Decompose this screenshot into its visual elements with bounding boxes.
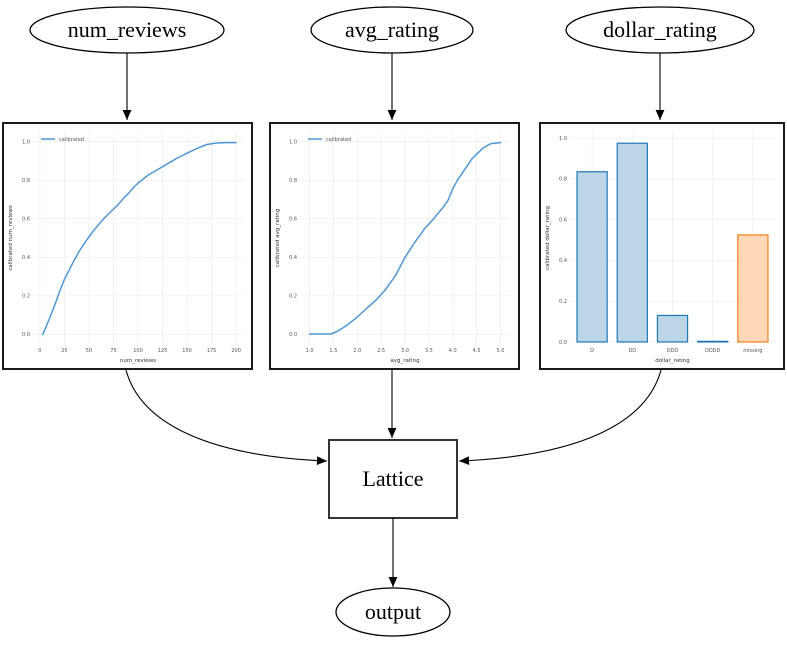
y-tick-label: 0.0 — [22, 332, 30, 338]
x-tick-label: 200 — [231, 348, 241, 354]
node-lattice: Lattice — [328, 439, 458, 519]
num-reviews-calibration-chart: 0.0 0.2 0.4 0.6 0.8 1.0 calibrated num_reviews… — [8, 132, 243, 364]
num-reviews-plot-frame — [2, 122, 253, 370]
x-tick-label: 2.0 — [353, 348, 361, 354]
calibration-curve — [308, 141, 502, 335]
x-tick-label: 4.0 — [449, 348, 457, 354]
bar-DDDD — [697, 340, 729, 343]
edge-num-reviews-to-lattice — [125, 369, 328, 465]
y-tick-label: 1.0 — [559, 136, 567, 142]
x-tick-label: 25 — [61, 348, 67, 354]
y-tick-label: 0.6 — [22, 217, 30, 223]
output-label: output — [365, 599, 421, 624]
y-tick-label: 0.0 — [289, 332, 297, 338]
x-tick-label: DD — [628, 348, 636, 354]
x-tick-label: DDDD — [705, 348, 721, 354]
num-reviews-label: num_reviews — [68, 17, 187, 42]
x-tick-label: missing — [743, 348, 762, 354]
x-tick-label: 75 — [110, 348, 116, 354]
calibration-curve — [42, 141, 237, 336]
x-tick-label: DDD — [667, 348, 679, 354]
y-tick-label: 0.4 — [559, 258, 567, 264]
x-tick-label: 2.5 — [377, 348, 385, 354]
dollar-rating-label: dollar_rating — [603, 17, 717, 42]
x-tick-label: 4.5 — [473, 348, 481, 354]
legend-label: calibrated — [59, 137, 84, 143]
y-axis-label: calibrated avg_rating — [275, 209, 281, 268]
x-tick-label: 150 — [182, 348, 192, 354]
lattice-box — [328, 439, 458, 519]
x-tick-label: D — [590, 348, 594, 354]
x-tick-label: 0 — [38, 348, 41, 354]
x-tick-label: 125 — [158, 348, 168, 354]
y-tick-label: 0.6 — [289, 217, 297, 223]
x-tick-label: 50 — [86, 348, 92, 354]
x-tick-label: 5.0 — [496, 348, 504, 354]
y-tick-label: 0.8 — [559, 177, 567, 183]
y-tick-label: 0.8 — [22, 178, 30, 184]
node-dollar-rating: dollar_rating — [565, 6, 755, 54]
x-tick-label: 175 — [207, 348, 217, 354]
output-ellipse — [335, 587, 451, 637]
node-num-reviews: num_reviews — [29, 6, 225, 54]
avg-rating-calibration-chart: 0.0 0.2 0.4 0.6 0.8 1.0 calibrated avg_rating 1… — [275, 132, 510, 364]
avg-rating-label: avg_rating — [345, 17, 439, 42]
x-axis-label: dollar_rating — [655, 358, 690, 364]
y-tick-label: 0.4 — [22, 255, 30, 261]
lattice-label: Lattice — [362, 466, 423, 491]
node-avg-rating: avg_rating — [310, 6, 474, 54]
y-tick-label: 0.2 — [22, 294, 30, 300]
y-tick-label: 1.0 — [22, 139, 30, 145]
x-tick-label: 3.5 — [425, 348, 433, 354]
y-axis-label: calibrated num_reviews — [8, 205, 14, 271]
bar-missing — [737, 234, 769, 343]
y-tick-label: 1.0 — [289, 139, 297, 145]
bar-DDD — [656, 314, 689, 343]
edge-dollar-rating-to-lattice — [458, 369, 662, 465]
y-tick-label: 0.2 — [559, 299, 567, 305]
x-axis-label: avg_rating — [390, 358, 419, 364]
x-tick-label: 1.5 — [329, 348, 337, 354]
bar-D — [576, 171, 608, 343]
y-tick-label: 0.6 — [559, 217, 567, 223]
avg-rating-plot-frame — [269, 122, 520, 370]
x-tick-label: 1.0 — [306, 348, 314, 354]
bar-DD — [616, 142, 648, 343]
x-tick-label: 3.0 — [401, 348, 409, 354]
y-tick-label: 0.2 — [289, 294, 297, 300]
dollar-rating-calibration-chart: 0.0 0.2 0.4 0.6 0.8 1.0 calibrated dollar_rati… — [545, 132, 775, 364]
y-tick-label: 0.8 — [289, 178, 297, 184]
legend-label: calibrated — [326, 137, 351, 143]
x-tick-label: 100 — [133, 348, 143, 354]
node-output: output — [335, 587, 451, 637]
y-tick-label: 0.0 — [559, 340, 567, 346]
y-tick-label: 0.4 — [289, 255, 297, 261]
x-axis-label: num_reviews — [120, 358, 156, 364]
y-axis-label: calibrated dollar_rating — [545, 206, 551, 270]
